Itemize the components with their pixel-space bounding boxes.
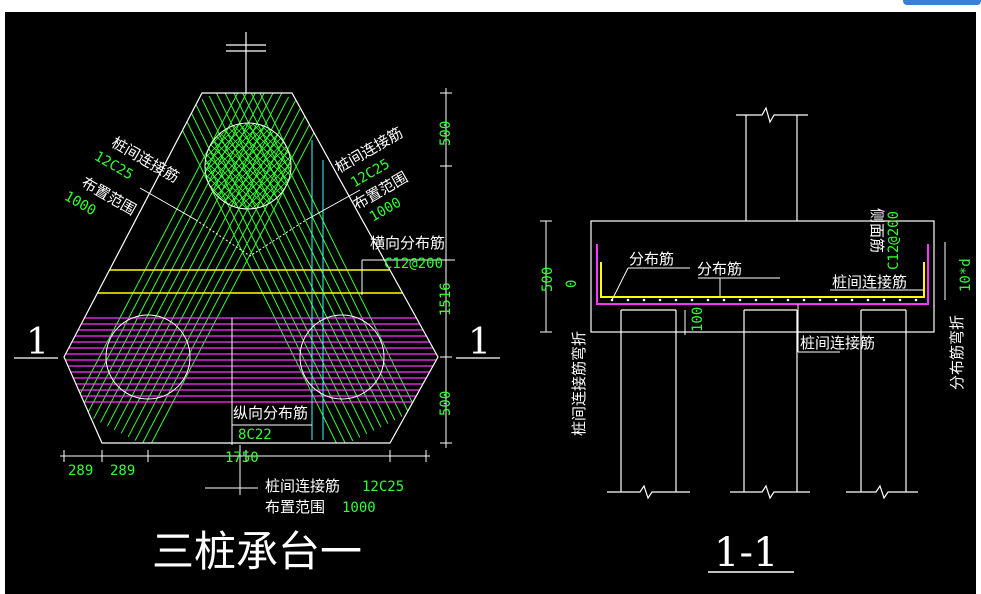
rebar-dots — [610, 298, 918, 302]
horizontal-tie-bars — [64, 317, 438, 403]
transverse-value: C12@200 — [384, 256, 443, 272]
axis-lines — [311, 140, 324, 440]
tie-bottom-range-label: 布置范围 — [265, 498, 325, 516]
side-bar-label: 侧面筋 — [868, 208, 886, 253]
dim-1750: 1750 — [225, 450, 259, 466]
dist-bar-label-1: 分布筋 — [629, 250, 674, 268]
section-1-1: 分布筋 分布筋 桩间连接筋 桩间连接筋 侧面筋 C12@200 桩间连接筋弯折 … — [540, 106, 974, 576]
section-dim-0: 0 — [564, 280, 580, 288]
tie-bottom-value: 12C25 — [362, 479, 404, 495]
section-dim-100: 100 — [690, 307, 706, 332]
section-dim-10d: 10*d — [958, 258, 974, 292]
section-tie-bar — [596, 244, 929, 305]
dist-bar-label-2: 分布筋 — [697, 260, 742, 278]
section-dims — [540, 220, 946, 335]
section-leaders — [611, 267, 924, 353]
longitudinal-value: 8C22 — [238, 427, 272, 443]
dim-289-a: 289 — [68, 463, 93, 479]
column-break-symbol — [226, 32, 266, 93]
side-bar-value: C12@200 — [886, 211, 902, 270]
tie-bar-bottom-label: 桩间连接筋 — [800, 334, 875, 352]
section-distribution-bar — [600, 262, 925, 298]
tie-bottom-range-value: 1000 — [342, 500, 376, 516]
section-piles — [607, 309, 918, 500]
dimension-bottom — [60, 450, 430, 462]
window-corner-button[interactable] — [903, 0, 981, 5]
tie-bend-label: 桩间连接筋弯折 — [570, 331, 588, 436]
tie-bar-label: 桩间连接筋 — [832, 273, 907, 291]
pile-left — [105, 314, 191, 400]
section-column — [736, 106, 808, 221]
section-mark-right: 1 — [468, 322, 491, 363]
dist-bend-label: 分布筋弯折 — [948, 315, 966, 390]
section-title: 1-1 — [714, 530, 778, 576]
dim-289-b: 289 — [110, 463, 135, 479]
section-dim-500: 500 — [540, 267, 556, 292]
dim-mid: 1516 — [438, 282, 454, 316]
dim-top: 500 — [438, 121, 454, 146]
dim-bottom: 500 — [438, 391, 454, 416]
tie-extent-line — [195, 219, 307, 257]
longitudinal-label: 纵向分布筋 — [233, 404, 308, 422]
leader-lines — [139, 187, 455, 495]
transverse-label: 横向分布筋 — [370, 234, 445, 252]
dimension-right — [440, 88, 452, 448]
plan-title: 三桩承台一 — [152, 527, 362, 576]
section-cap — [590, 220, 935, 333]
tie-bottom-label: 桩间连接筋 — [265, 477, 340, 495]
cap-outline — [63, 92, 439, 444]
pile-right — [299, 314, 385, 400]
section-mark-left: 1 — [26, 322, 49, 363]
